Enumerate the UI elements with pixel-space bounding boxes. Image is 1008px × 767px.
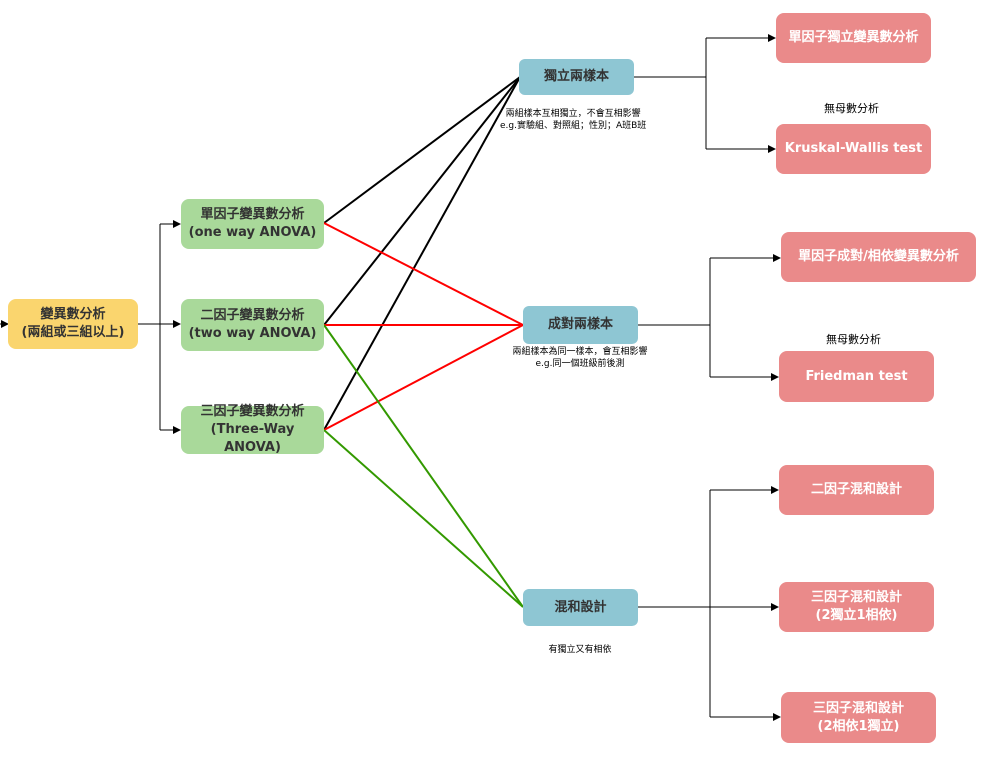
note-line: e.g.同一個班級前後測 xyxy=(535,359,625,369)
node-label: (兩組或三組以上) xyxy=(21,325,125,340)
node-one-way-anova[interactable]: 單因子變異數分析 (one way ANOVA) xyxy=(181,199,324,249)
nonparametric-label-1: 無母數分析 xyxy=(824,102,879,115)
node-label: Friedman test xyxy=(805,368,908,384)
node-label: 變異數分析 xyxy=(40,307,106,322)
node-one-way-paired-anova[interactable]: 單因子成對/相依變異數分析 xyxy=(781,232,976,282)
node-label: (2相依1獨立) xyxy=(817,718,900,734)
note-line: 兩組樣本為同一樣本，會互相影響 xyxy=(512,347,648,357)
node-label: (Three-Way ANOVA) xyxy=(210,422,295,455)
mixed-note: 有獨立又有相依 xyxy=(540,644,620,656)
edge-three-way-mixed xyxy=(323,429,524,608)
paired-note: 兩組樣本為同一樣本，會互相影響 e.g.同一個班級前後測 xyxy=(500,346,660,370)
node-label: 混和設計 xyxy=(554,599,607,615)
edge-paired-fork xyxy=(638,258,711,377)
node-paired-two-sample[interactable]: 成對兩樣本 xyxy=(523,306,638,344)
node-label: 三因子混和設計 xyxy=(812,700,904,716)
edge-three-way-paired xyxy=(323,324,524,431)
edge-mixed-fork xyxy=(638,490,711,717)
note-line: 有獨立又有相依 xyxy=(548,645,612,655)
independent-note: 兩組樣本互相獨立，不會互相影響 e.g.實驗組、對照組；性別；A班B班 xyxy=(500,108,646,132)
node-two-way-anova[interactable]: 二因子變異數分析 (two way ANOVA) xyxy=(181,299,324,351)
node-one-way-independent-anova[interactable]: 單因子獨立變異數分析 xyxy=(776,13,931,63)
node-independent-two-sample[interactable]: 獨立兩樣本 xyxy=(519,59,634,95)
node-label: (one way ANOVA) xyxy=(188,225,317,240)
node-friedman-test[interactable]: Friedman test xyxy=(779,351,934,402)
node-label: 三因子變異數分析 xyxy=(200,404,305,419)
node-label: 二因子變異數分析 xyxy=(200,308,305,323)
node-label: 二因子混和設計 xyxy=(810,482,902,497)
edge-two-way-mixed xyxy=(323,324,524,608)
node-two-way-mixed-design[interactable]: 二因子混和設計 xyxy=(779,465,934,515)
node-three-way-anova[interactable]: 三因子變異數分析 (Three-Way ANOVA) xyxy=(181,404,324,455)
node-label: 成對兩樣本 xyxy=(547,317,613,332)
node-label: (2獨立1相依) xyxy=(815,608,898,623)
edge-three-way-independent xyxy=(323,76,521,431)
node-label: 三因子混和設計 xyxy=(810,590,902,605)
note-line: e.g.實驗組、對照組；性別；A班B班 xyxy=(500,121,647,131)
edge-root-to-anova xyxy=(138,224,161,430)
node-label: 單因子獨立變異數分析 xyxy=(788,30,919,45)
node-three-way-mixed-2dep-1indep[interactable]: 三因子混和設計 (2相依1獨立) xyxy=(781,692,936,743)
edge-one-way-independent xyxy=(323,76,521,224)
node-label: Kruskal-Wallis test xyxy=(784,141,923,156)
edge-two-way-independent xyxy=(323,76,521,326)
node-kruskal-wallis[interactable]: Kruskal-Wallis test xyxy=(776,124,931,174)
edge-independent-fork xyxy=(634,38,707,149)
edge-one-way-paired xyxy=(323,222,524,326)
node-anova-root[interactable]: 變異數分析 (兩組或三組以上) xyxy=(8,299,138,349)
note-line: 兩組樣本互相獨立，不會互相影響 xyxy=(505,109,641,119)
node-label: 單因子變異數分析 xyxy=(200,207,305,222)
node-three-way-mixed-2indep-1dep[interactable]: 三因子混和設計 (2獨立1相依) xyxy=(779,582,934,632)
nonparametric-label-2: 無母數分析 xyxy=(826,333,881,346)
node-label: (two way ANOVA) xyxy=(188,326,317,341)
node-label: 單因子成對/相依變異數分析 xyxy=(798,249,959,264)
node-mixed-design[interactable]: 混和設計 xyxy=(523,589,638,626)
node-label: 獨立兩樣本 xyxy=(543,69,609,84)
